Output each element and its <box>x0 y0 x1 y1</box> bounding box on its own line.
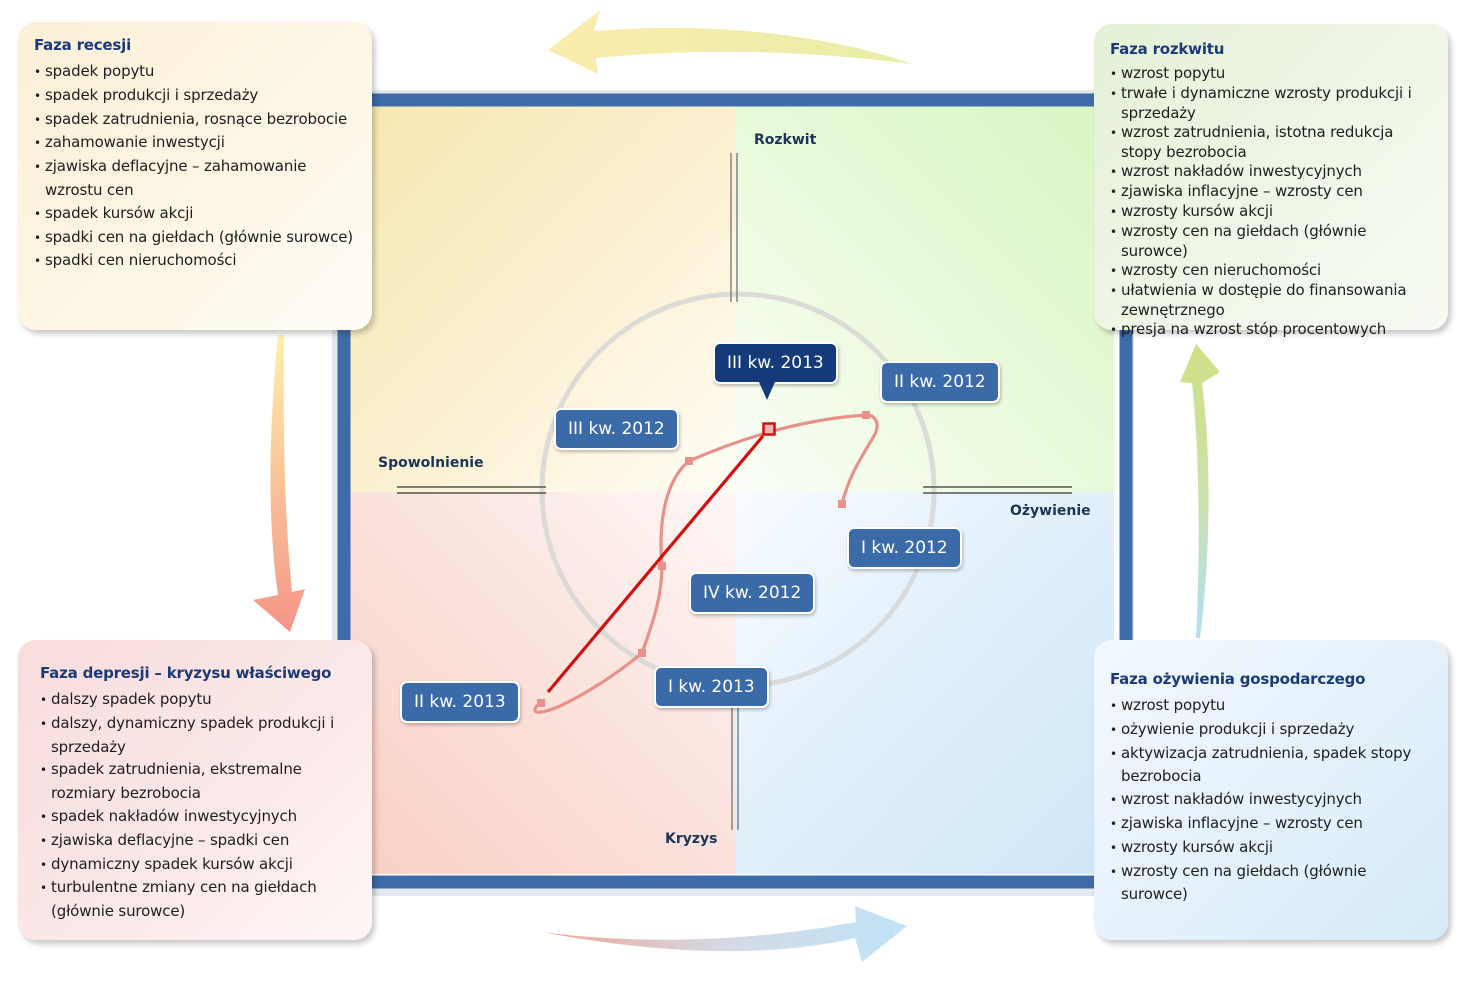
data-point-q2-2012 <box>862 411 870 419</box>
phase-list-recession: spadek popytuspadek produkcji i sprzedaż… <box>34 60 358 273</box>
phase-list-item: zahamowanie inwestycji <box>34 131 358 155</box>
phase-list-item: zjawiska inflacyjne – wzrosty cen <box>1110 812 1434 836</box>
phase-list-item: spadek zatrudnienia, rosnące bezrobocie <box>34 108 358 132</box>
phase-title-recession: Faza recesji <box>34 36 132 54</box>
phase-title-recovery: Faza ożywienia gospodarczego <box>1110 670 1366 688</box>
axis-label-slowdown: Spowolnienie <box>378 455 484 471</box>
phase-list-boom: wzrost popytutrwałe i dynamiczne wzrosty… <box>1110 64 1434 340</box>
phase-list-depression: dalszy spadek popytudalszy, dynamiczny s… <box>40 688 358 923</box>
data-point-q3-2012 <box>685 457 693 465</box>
phase-list-item: dalszy spadek popytu <box>40 688 358 712</box>
axis-label-boom: Rozkwit <box>754 132 817 148</box>
phase-list-item: zjawiska inflacyjne – wzrosty cen <box>1110 182 1434 202</box>
phase-box-recovery: Faza ożywienia gospodarczego wzrost popy… <box>1094 640 1448 940</box>
phase-list-item: turbulentne zmiany cen na giełdach (głów… <box>40 876 358 923</box>
data-point-q1-2012 <box>838 500 846 508</box>
phase-list-item: dynamiczny spadek kursów akcji <box>40 853 358 877</box>
phase-list-item: ułatwienia w dostępie do finansowania ze… <box>1110 281 1434 320</box>
phase-list-item: presja na wzrost stóp procentowych <box>1110 320 1434 340</box>
phase-list-item: ożywienie produkcji i sprzedaży <box>1110 718 1434 742</box>
phase-box-recession: Faza recesji spadek popytuspadek produkc… <box>18 22 372 330</box>
axis-label-crisis: Kryzys <box>665 831 718 847</box>
phase-list-item: wzrost nakładów inwestycyjnych <box>1110 162 1434 182</box>
phase-box-depression: Faza depresji – kryzysu właściwego dalsz… <box>18 640 372 940</box>
phase-title-boom: Faza rozkwitu <box>1110 40 1225 58</box>
phase-title-depression: Faza depresji – kryzysu właściwego <box>40 664 332 682</box>
phase-list-item: spadek zatrudnienia, ekstremalne rozmiar… <box>40 758 358 805</box>
quarter-label-q4-2012: IV kw. 2012 <box>689 572 816 614</box>
data-point-q2-2013 <box>537 699 545 707</box>
phase-list-item: wzrosty cen na giełdach (głównie surowce… <box>1110 222 1434 261</box>
phase-list-item: spadek kursów akcji <box>34 202 358 226</box>
axis-marker-right <box>923 486 1072 494</box>
axis-marker-top <box>730 153 738 302</box>
arrow-depression-to-recovery <box>541 906 907 962</box>
axis-label-recovery: Ożywienie <box>1010 503 1091 519</box>
phase-list-recovery: wzrost popytuożywienie produkcji i sprze… <box>1110 694 1434 906</box>
phase-list-item: trwałe i dynamiczne wzrosty produkcji i … <box>1110 84 1434 123</box>
trajectory-current-segment <box>546 434 765 694</box>
data-point-q4-2012 <box>658 562 666 570</box>
trajectory-past-path <box>533 413 879 714</box>
axis-marker-left <box>397 486 546 494</box>
quarter-label-q3-2012: III kw. 2012 <box>554 408 679 450</box>
quarter-label-q3-2013-current: III kw. 2013 <box>713 342 838 400</box>
phase-list-item: wzrosty cen na giełdach (głównie surowce… <box>1110 860 1434 907</box>
quarter-label-q1-2013: I kw. 2013 <box>654 666 769 708</box>
arrow-boom-to-recession <box>548 10 912 74</box>
arrow-recession-to-depression <box>253 335 305 632</box>
phase-list-item: wzrosty kursów akcji <box>1110 836 1434 860</box>
phase-list-item: wzrosty cen nieruchomości <box>1110 261 1434 281</box>
phase-list-item: wzrost popytu <box>1110 64 1434 84</box>
phase-list-item: dalszy, dynamiczny spadek produkcji i sp… <box>40 712 358 759</box>
axis-marker-bottom <box>731 707 739 830</box>
phase-box-boom: Faza rozkwitu wzrost popytutrwałe i dyna… <box>1094 24 1448 338</box>
phase-list-item: zjawiska deflacyjne – spadki cen <box>40 829 358 853</box>
arrow-recovery-to-boom <box>1180 344 1220 638</box>
quarter-label-q1-2012: I kw. 2012 <box>847 527 962 569</box>
phase-list-item: zjawiska deflacyjne – zahamowanie wzrost… <box>34 155 358 202</box>
chart-frame <box>337 93 1133 889</box>
phase-list-item: spadki cen na giełdach (głównie surowce) <box>34 226 358 250</box>
quarter-label-q2-2013: II kw. 2013 <box>400 681 520 723</box>
data-point-q1-2013 <box>638 649 646 657</box>
phase-list-item: wzrosty kursów akcji <box>1110 202 1434 222</box>
data-point-q3-2013 <box>762 422 776 436</box>
phase-list-item: aktywizacja zatrudnienia, spadek stopy b… <box>1110 742 1434 789</box>
quarter-label-q2-2012: II kw. 2012 <box>880 361 1000 403</box>
phase-list-item: spadek produkcji i sprzedaży <box>34 84 358 108</box>
phase-list-item: spadek nakładów inwestycyjnych <box>40 805 358 829</box>
phase-list-item: spadki cen nieruchomości <box>34 249 358 273</box>
phase-list-item: wzrost nakładów inwestycyjnych <box>1110 788 1434 812</box>
phase-list-item: wzrost zatrudnienia, istotna redukcja st… <box>1110 123 1434 162</box>
phase-list-item: wzrost popytu <box>1110 694 1434 718</box>
phase-list-item: spadek popytu <box>34 60 358 84</box>
